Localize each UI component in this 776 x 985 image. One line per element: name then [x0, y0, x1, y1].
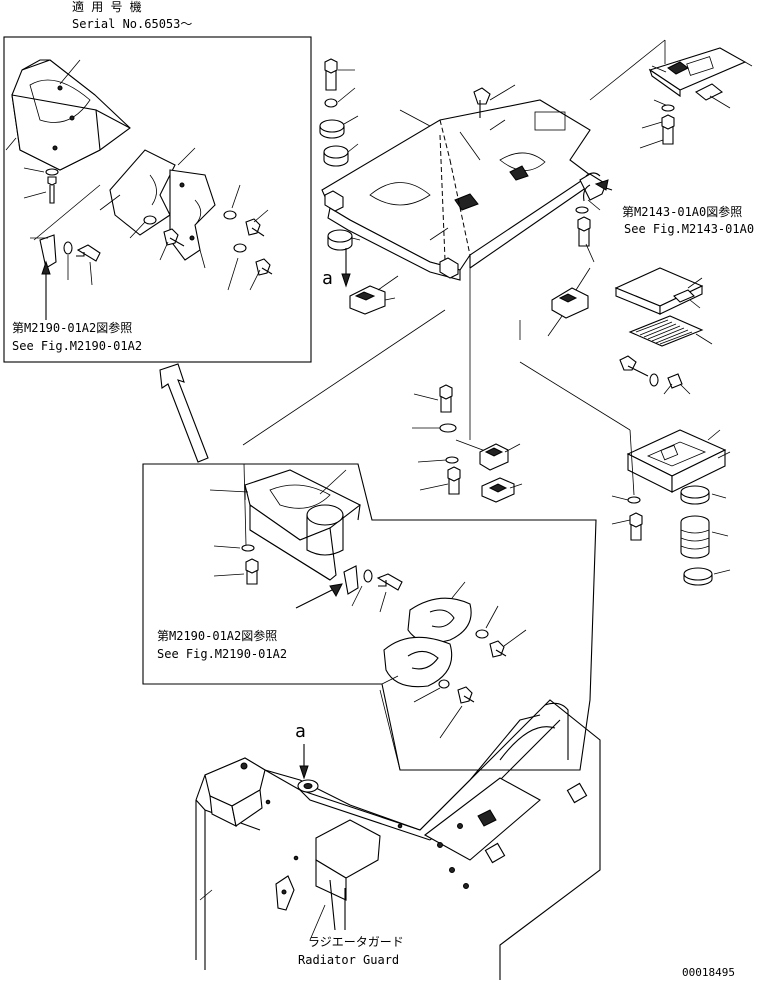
filter-box: [614, 267, 713, 347]
ref-m2143-jp: 第M2143-01A0図参照: [622, 204, 742, 219]
serial-number: Serial No.65053～: [72, 17, 192, 31]
frame-mark-1: [454, 193, 479, 211]
ref-m2190-lower-en: See Fig.M2190-01A2: [157, 647, 287, 661]
cover-plate-assembly: [639, 40, 753, 149]
bolt-top: [324, 58, 338, 91]
rubber-mount-left: [349, 275, 399, 315]
serial-inset-frame: [3, 36, 312, 363]
ref-m2143-en: See Fig.M2143-01A0: [624, 222, 754, 236]
mount-mid-1: [479, 443, 509, 471]
right-fasteners-2: [619, 355, 691, 395]
right-fasteners-1: [575, 206, 595, 263]
duct-bolt-4: [457, 686, 475, 704]
serial-inset: 適 用 号 機 Serial No.65053～: [3, 0, 312, 363]
inset-washer-5: [63, 241, 73, 255]
inset-washer-2: [143, 215, 157, 225]
bolt-right-1: [577, 216, 591, 247]
cover-bolt: [661, 114, 675, 145]
hollow-arrow: [159, 363, 209, 463]
duct-bolt-3: [489, 640, 507, 658]
washer-right-3: [627, 496, 641, 504]
inset-guard-plates: [109, 149, 216, 261]
washer-right-2: [649, 373, 659, 387]
main-frame-assembly: a: [319, 39, 666, 440]
inset-duct-housing: [11, 59, 131, 171]
filter-grille: [628, 315, 704, 347]
clamp-lower: [683, 567, 713, 581]
inset-bolt-5: [76, 244, 101, 262]
duct-washer-4: [438, 679, 450, 689]
right-fasteners-3: [611, 429, 643, 541]
radiator-guard-assembly: [195, 699, 601, 980]
washer-mid-1: [439, 423, 457, 433]
filter-latch: [673, 289, 695, 303]
cover-washer: [661, 104, 675, 112]
inset-washer-3: [223, 210, 237, 220]
harness-clip: [579, 172, 613, 211]
middle-fasteners: [412, 384, 523, 503]
radiator-label-jp: ラジエータガード: [308, 935, 404, 949]
callout-a-lower: a: [295, 721, 306, 742]
inset-bolt-1: [47, 176, 57, 204]
inset-clip-plate: [39, 234, 57, 269]
ref-m2190-upper-jp: 第M2190-01A2図参照: [12, 320, 132, 335]
lower-tray: [626, 429, 731, 493]
washer-top: [324, 98, 338, 108]
washer-mid-2: [445, 456, 459, 464]
ref-m2190-upper-en: See Fig.M2190-01A2: [12, 339, 142, 353]
pad-3: [327, 229, 353, 243]
frame-cutout: [534, 111, 566, 131]
frame-pin: [473, 87, 491, 105]
duct-bolt-2: [376, 573, 403, 591]
frame-tab-2: [439, 257, 459, 279]
frame-tab-1: [324, 190, 344, 212]
duct-washer-2: [363, 569, 373, 583]
bolt-mid-2: [447, 466, 461, 495]
main-frame-plate: [321, 99, 591, 271]
inset-bolt-3: [245, 218, 265, 237]
cover-latch: [694, 83, 724, 101]
inset-bolt-2: [163, 228, 185, 247]
frame-hole-1: [369, 182, 431, 206]
ref-m2190-lower-jp: 第M2190-01A2図参照: [157, 628, 277, 643]
ring-plates: [381, 581, 472, 688]
duct-clip-plate: [343, 565, 359, 595]
washer-right-1: [575, 206, 589, 214]
inset-fasteners: [30, 168, 273, 276]
duct-inset: 第M2190-01A2図参照 See Fig.M2190-01A2: [142, 309, 597, 771]
duct-washer-1: [241, 544, 255, 552]
hanger-bracket: [547, 267, 591, 337]
pad-2: [323, 145, 349, 159]
inset-leaders: [5, 59, 269, 291]
radiator-square-2: [566, 782, 588, 804]
frame-hole-2: [499, 152, 546, 171]
bolt-right-2: [619, 355, 649, 377]
duct-body: [209, 469, 362, 581]
frame-left-fasteners: [319, 58, 361, 251]
duct-washer-3: [475, 629, 489, 639]
duct-inset-frame: [142, 463, 597, 771]
radiator-label-en: Radiator Guard: [298, 953, 399, 967]
inset-washer-1: [45, 168, 59, 176]
frame-mark-2: [509, 165, 529, 181]
pad-1: [319, 119, 345, 133]
serial-title-jp: 適 用 号 機: [72, 0, 142, 14]
drawing-number: 00018495: [682, 966, 735, 979]
bolt-right-3: [629, 512, 643, 541]
hose-assembly: [680, 485, 731, 586]
bolt-mid-1: [439, 384, 453, 413]
duct-bolt-1: [245, 558, 259, 585]
inset-ref-arrow: [41, 260, 51, 320]
cover-hinge: [667, 61, 689, 75]
radiator-square-1: [484, 842, 506, 864]
callout-a-upper: a: [322, 268, 333, 289]
duct-outlet: [306, 504, 344, 526]
clamp-upper: [680, 485, 710, 499]
inset-washer-4: [233, 243, 247, 253]
